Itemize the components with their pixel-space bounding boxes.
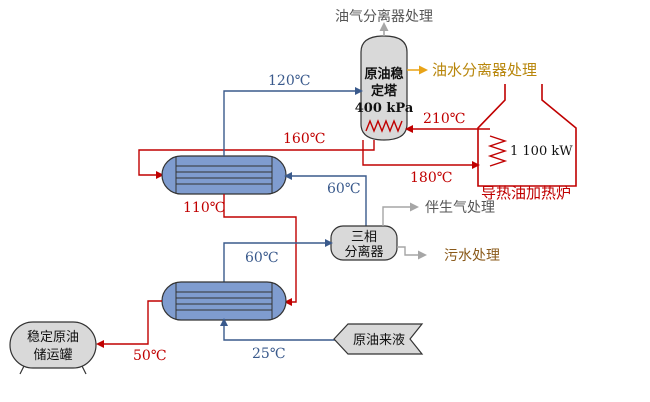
oil-water-separator-label: 油水分离器处理 (432, 61, 537, 79)
feed-label: 原油来液 (353, 333, 405, 348)
storage-label-1: 稳定原油 (27, 329, 79, 345)
temp-120: 120℃ (268, 73, 310, 89)
hot-oil-to-lower-exchanger (223, 194, 297, 306)
heater-outline (477, 84, 577, 187)
exchanger-top-shell (161, 155, 287, 195)
exchanger-bottom-shell (161, 281, 287, 321)
stabilizer-label-1: 原油稳 (364, 66, 403, 82)
heat-exchanger-bottom (161, 281, 287, 321)
temp-180: 180℃ (410, 170, 452, 186)
associated-gas-arrow (382, 202, 419, 226)
heater-power-label: 1 100 kW (510, 144, 573, 159)
temp-210: 210℃ (423, 111, 465, 127)
sewage-arrow (397, 246, 427, 260)
stabilizer-pressure: 400 kPa (355, 101, 414, 116)
storage-tank-body (9, 321, 97, 369)
feed-to-column-line (223, 87, 363, 156)
storage-tank-leg-left (19, 365, 25, 375)
stabilizer-column: 原油稳 定塔 400 kPa (355, 35, 414, 141)
heater-name-label: 导热油加热炉 (481, 184, 571, 202)
three-phase-separator: 三相 分离器 (330, 225, 398, 261)
feed-shape (333, 323, 424, 355)
stabilizer-body (360, 35, 408, 141)
storage-tank: 稳定原油 储运罐 (9, 321, 97, 375)
heater: 1 100 kW 导热油加热炉 (477, 84, 577, 202)
preheated-feed-line (223, 239, 333, 282)
separator-oil-line (284, 172, 367, 226)
stabilizer-label-2: 定塔 (370, 83, 398, 99)
temp-50: 50℃ (133, 348, 166, 364)
temp-160: 160℃ (283, 131, 325, 147)
storage-tank-leg-right (81, 365, 87, 375)
sewage-label: 污水处理 (444, 248, 500, 264)
temp-60-a: 60℃ (327, 181, 360, 197)
raw-feed-line (220, 318, 345, 341)
associated-gas-label: 伴生气处理 (425, 200, 495, 216)
column-bottoms-line (138, 140, 375, 179)
reboiler-coil (365, 119, 403, 133)
temp-60-b: 60℃ (245, 250, 278, 266)
separator-label-1: 三相 (351, 230, 377, 245)
hot-oil-return-line (362, 140, 480, 169)
raw-feed-source: 原油来液 (333, 323, 424, 355)
gas-separator-label: 油气分离器处理 (335, 8, 433, 25)
temp-25: 25℃ (252, 346, 285, 362)
temp-110: 110℃ (183, 200, 225, 216)
product-to-storage-line (96, 300, 162, 348)
heater-coil (487, 135, 508, 167)
storage-label-2: 储运罐 (33, 348, 72, 363)
heat-exchanger-top (161, 155, 287, 195)
separator-label-2: 分离器 (344, 244, 383, 260)
